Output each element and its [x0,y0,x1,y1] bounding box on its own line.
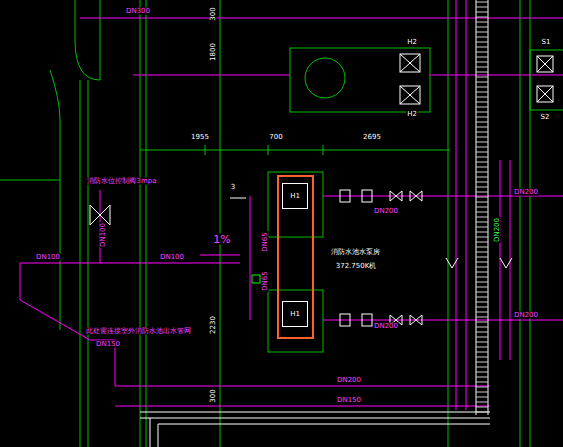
annotation-text: H2 [406,111,418,118]
annotation-text: H2 [406,39,418,46]
annotation-text: DN300 [125,8,151,15]
annotation-text: 此处需连接室外消防水池出水管网 [85,328,192,335]
annotation-text: DN200 [336,377,362,384]
annotation-text: 1% [212,234,231,245]
annotation-text: 700 [268,134,283,141]
annotation-text: DN200 [373,323,399,330]
annotation-text: DN150 [95,341,121,348]
annotation-text: 372.750K机 [335,263,378,270]
dimension-text: DN100 [100,222,107,248]
annotation-text: 2695 [362,134,382,141]
annotation-text: 1955 [190,134,210,141]
dimension-text: 1800 [210,42,217,62]
pump-box: H1 [282,301,308,327]
annotation-text: DN200 [513,312,539,319]
annotation-text: DN200 [513,189,539,196]
equipment-tag: H1 [289,311,301,318]
annotation-text: 消防水位控制阀3mpa [86,178,157,185]
dimension-text: DN65 [262,231,269,253]
annotation-text: S2 [540,114,551,121]
dimension-text: 300 [210,388,217,403]
dimension-text: 300 [210,6,217,21]
dimension-text: 2230 [210,315,217,335]
annotation-text: 3 [230,184,236,191]
annotation-text: DN150 [336,397,362,404]
dimension-text: DN200 [494,217,501,243]
pump-box: H1 [282,183,308,209]
annotation-text: DN100 [35,254,61,261]
annotation-text: DN100 [159,254,185,261]
annotation-text: 消防水池水泵房 [330,249,381,256]
equipment-tag: H1 [289,193,301,200]
annotation-text: DN200 [373,208,399,215]
annotation-text: S1 [541,39,552,46]
dimension-text: DN65 [262,270,269,292]
